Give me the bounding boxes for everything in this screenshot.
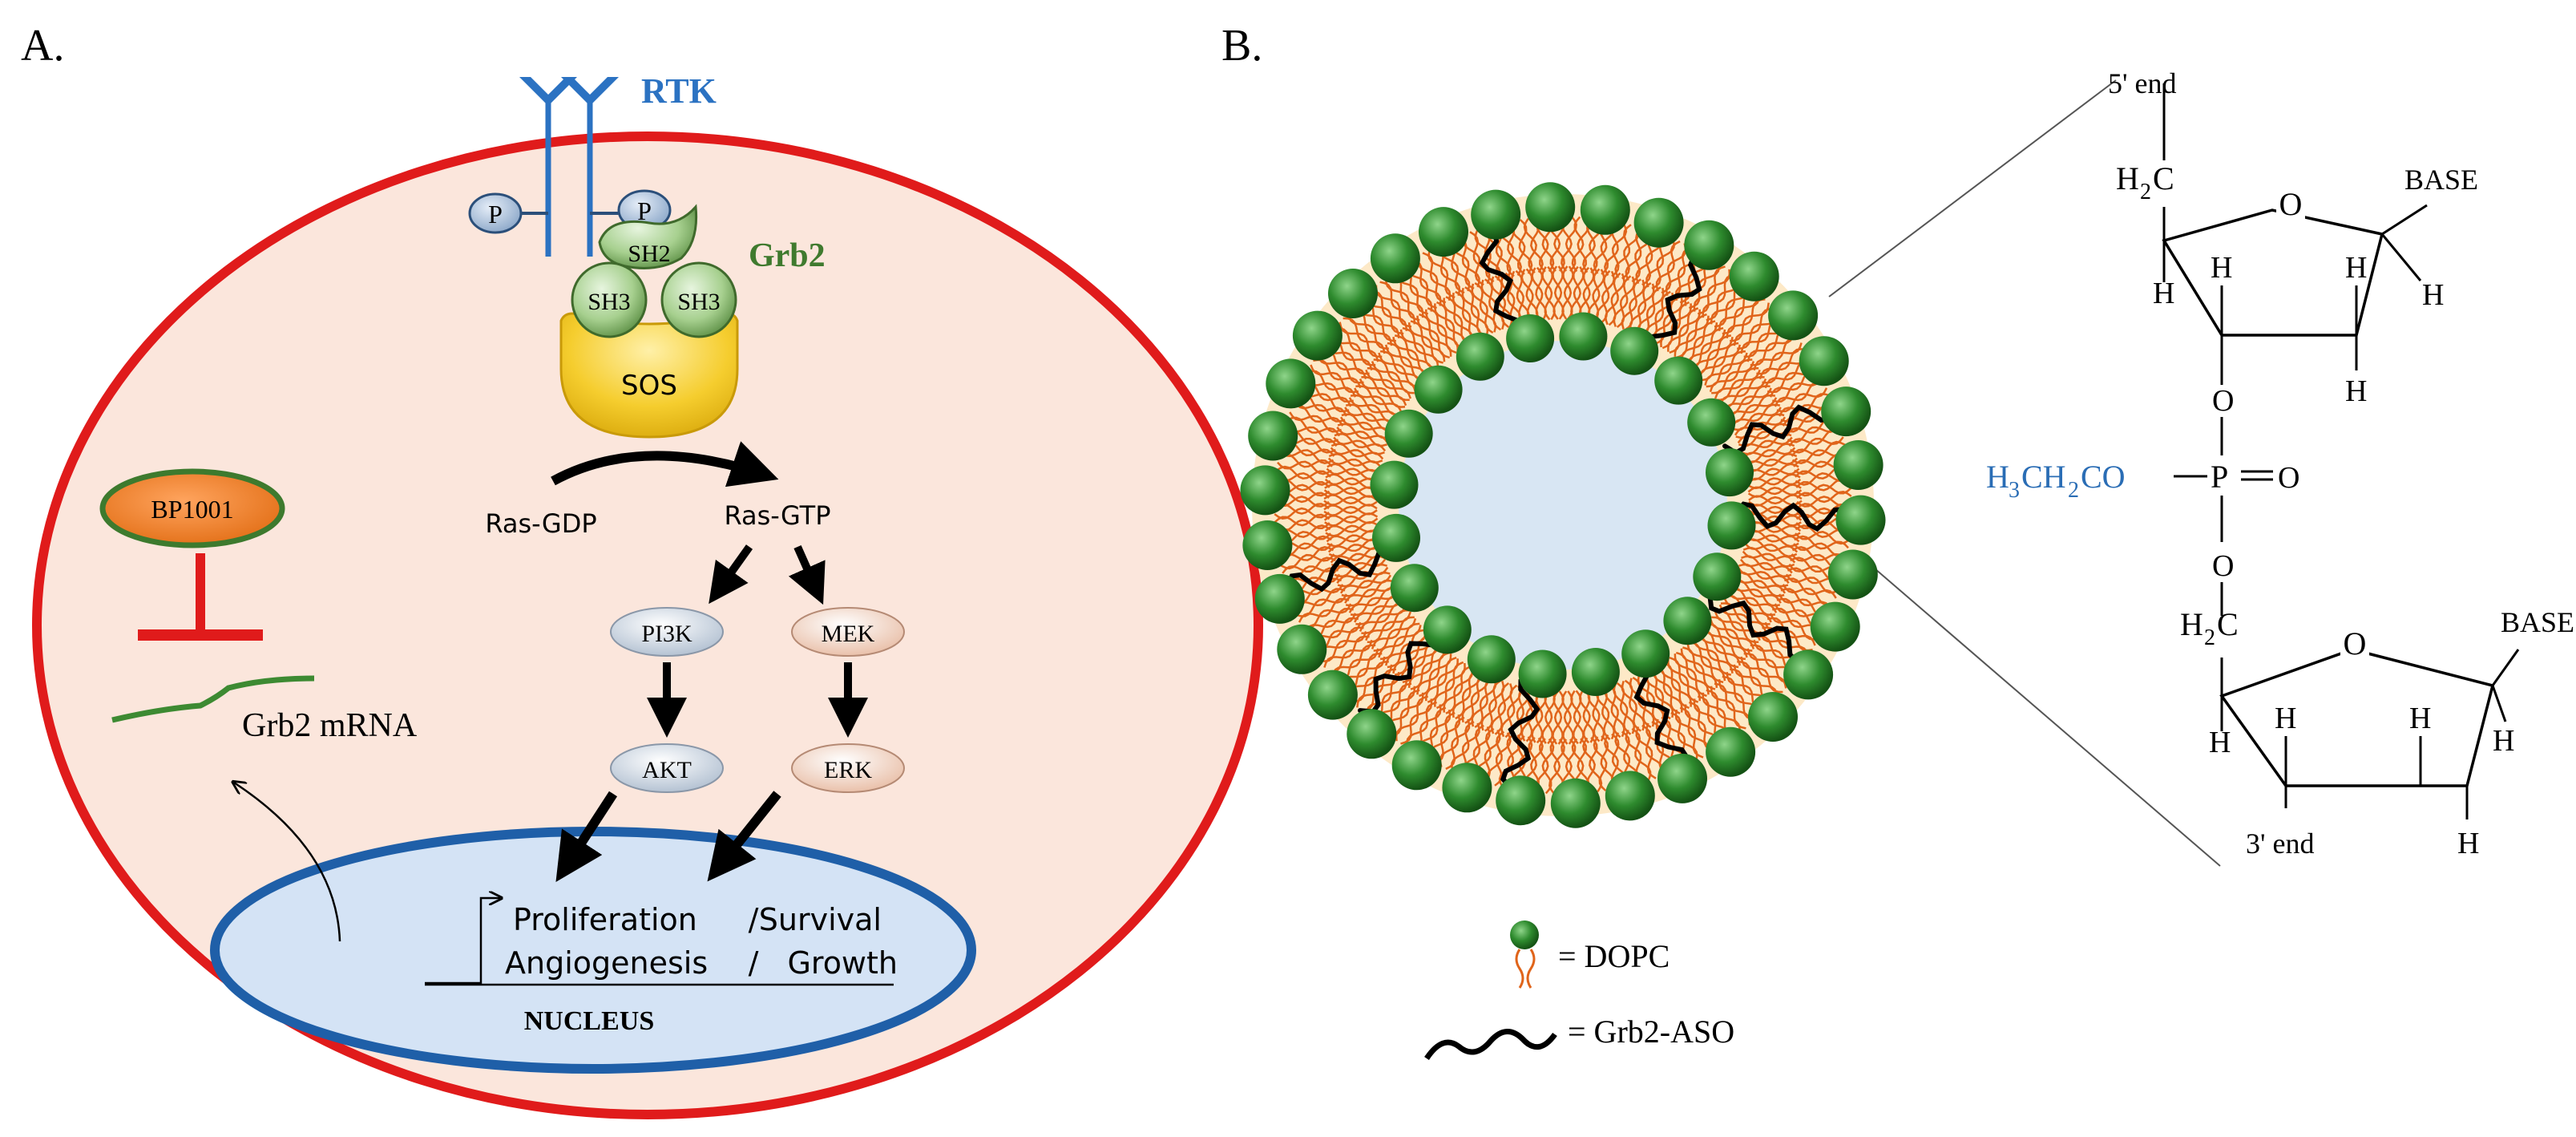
mrna-strand <box>111 675 315 723</box>
phospho-left: P <box>468 192 548 234</box>
aqueous-core <box>1399 341 1727 670</box>
upper-h-1: H <box>2153 277 2174 310</box>
ras-cycle: Ras-GDP Ras-GTP <box>485 441 831 539</box>
mek-node: MEK <box>791 607 905 657</box>
sos-label: SOS <box>621 370 677 402</box>
sh3-right-label: SH3 <box>677 289 720 315</box>
legend-aso-label: = Grb2-ASO <box>1568 1014 1734 1050</box>
rtk-receptor: RTK <box>519 71 717 257</box>
phospho-right-label: P <box>637 196 652 225</box>
bp1001-inhibitor: BP1001 <box>99 468 285 641</box>
mrna-label: Grb2 mRNA <box>242 707 418 744</box>
nucleus-label: NUCLEUS <box>524 1006 654 1036</box>
three-prime-label: 3' end <box>2246 827 2314 860</box>
svg-text:C: C <box>2217 606 2239 642</box>
nucleus-contents: Proliferation / Survival Angiogenesis / … <box>425 898 898 1036</box>
arrow-akt-nucleus <box>555 791 618 883</box>
zoom-line-top <box>1828 79 2117 297</box>
upper-sugar-ring <box>2162 208 2384 337</box>
ras-gdp-label: Ras-GDP <box>485 508 596 539</box>
panel-b-label: B. <box>1221 21 1262 71</box>
ethoxy-side-chain: H 3 CH 2 CO <box>1986 459 2126 503</box>
lower-h-1: H <box>2209 726 2231 759</box>
ras-gtp-label: Ras-GTP <box>724 500 830 531</box>
nucleotide-structure: 5' end H 2 C O BASE H H H H H O P O H 3 <box>1986 67 2574 860</box>
lower-h-3: H <box>2409 702 2431 735</box>
svg-text:CH: CH <box>2021 459 2066 495</box>
outcome-angiogenesis: Angiogenesis <box>505 945 708 981</box>
link-oxygen-bottom: O <box>2212 549 2234 583</box>
lower-h-5: H <box>2457 827 2479 860</box>
svg-text:2: 2 <box>2140 180 2151 204</box>
sh3-left-domain <box>571 261 648 338</box>
svg-text:CO: CO <box>2081 459 2126 495</box>
link-oxygen-top: O <box>2212 384 2234 418</box>
upper-h-4: H <box>2422 278 2444 312</box>
five-prime-label: 5' end <box>2108 67 2176 99</box>
liposome <box>1240 182 1886 828</box>
upper-h2c: H 2 C <box>2116 160 2174 204</box>
bp1001-pill <box>99 468 285 548</box>
outcome-survival: Survival <box>759 902 882 937</box>
erk-node: ERK <box>791 743 905 793</box>
lower-base-label: BASE <box>2501 606 2574 638</box>
svg-text:H: H <box>2180 606 2203 642</box>
upper-ring-oxygen: O <box>2279 186 2303 222</box>
grb2-adaptor: SH2 SH3 SH3 Grb2 <box>571 204 826 338</box>
outcome-sep-1: / <box>749 902 759 937</box>
lower-h2c: H 2 C <box>2180 606 2239 650</box>
upper-base-label: BASE <box>2404 164 2478 196</box>
grb2-mrna: Grb2 mRNA <box>111 675 418 744</box>
outcome-proliferation: Proliferation <box>513 902 697 937</box>
sos-protein: SOS <box>559 312 739 439</box>
phosphorus: P <box>2211 459 2228 495</box>
svg-text:H: H <box>1986 459 2009 495</box>
lower-h-4: H <box>2493 724 2514 758</box>
svg-text:H: H <box>2116 160 2139 196</box>
legend-aso-icon <box>1424 1029 1557 1061</box>
dopc-heads <box>1240 182 1886 828</box>
phosphoryl-oxygen: O <box>2278 461 2299 495</box>
panel-a-label: A. <box>21 21 64 71</box>
upper-h-3: H <box>2345 251 2367 285</box>
rtk-label: RTK <box>641 71 717 111</box>
arrow-to-mek <box>788 544 826 605</box>
erk-label: ERK <box>824 757 872 783</box>
phospho-left-label: P <box>488 200 503 229</box>
grb2-label: Grb2 <box>749 237 826 274</box>
legend-dopc-label: = DOPC <box>1558 938 1670 974</box>
svg-text:3: 3 <box>2009 478 2020 503</box>
outcome-sep-2: / <box>749 945 759 981</box>
upper-h-5: H <box>2345 374 2367 408</box>
akt-node: AKT <box>610 743 724 793</box>
lower-ring-oxygen: O <box>2344 625 2367 662</box>
panel-b: B. = DOPC = Grb2-ASO <box>1221 21 2574 1061</box>
mrna-export-arrow <box>234 783 341 942</box>
lower-sugar-ring <box>2219 648 2495 787</box>
svg-text:C: C <box>2153 160 2174 196</box>
akt-label: AKT <box>642 757 692 783</box>
pi3k-node: PI3K <box>610 607 724 657</box>
zoom-line-bottom <box>1828 528 2221 867</box>
arrow-erk-nucleus <box>707 791 781 882</box>
upper-h-2: H <box>2211 251 2232 285</box>
pi3k-label: PI3K <box>641 621 692 647</box>
legend: = DOPC = Grb2-ASO <box>1424 921 1734 1061</box>
promoter-arrow <box>425 898 500 985</box>
arrow-to-pi3k <box>709 544 753 605</box>
outcome-growth: Growth <box>787 945 898 981</box>
svg-text:2: 2 <box>2204 625 2215 650</box>
sh3-left-label: SH3 <box>587 289 630 315</box>
sh2-label: SH2 <box>628 241 670 267</box>
sh3-right-domain <box>660 261 737 338</box>
legend-dopc-icon <box>1510 921 1539 989</box>
svg-text:2: 2 <box>2068 478 2079 503</box>
lower-h-2: H <box>2275 702 2296 735</box>
ras-activation-arrow <box>551 441 779 488</box>
bp1001-label: BP1001 <box>151 495 233 524</box>
mek-label: MEK <box>822 621 875 647</box>
panel-a: A. RTK P P SOS <box>21 21 1263 1119</box>
